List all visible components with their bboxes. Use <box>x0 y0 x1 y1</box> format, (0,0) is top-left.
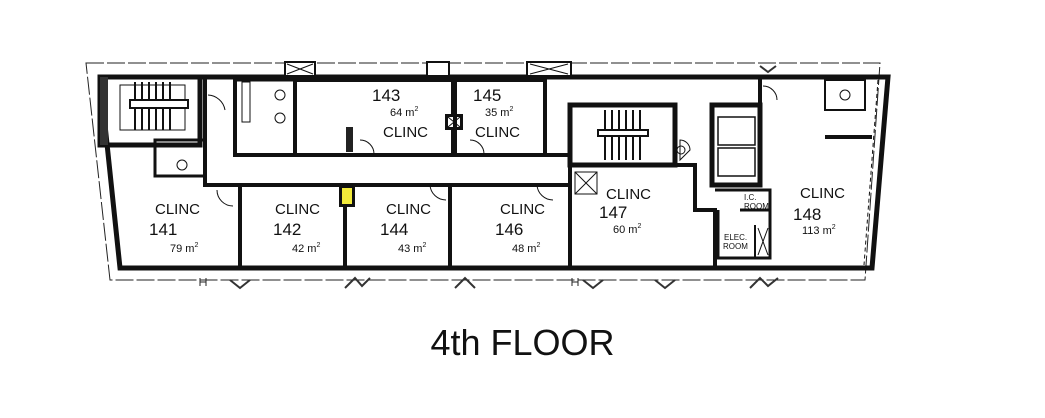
room-144-number: 144 <box>380 220 409 239</box>
room-148-number: 148 <box>793 205 822 224</box>
room-143-use: CLINC <box>383 124 429 141</box>
room-146-number: 146 <box>495 220 524 239</box>
room-147-number: 147 <box>599 203 628 222</box>
room-144-area: 43 m2 <box>398 242 427 255</box>
room-145-use: CLINC <box>475 124 521 141</box>
lc-room-label-2: ROOM <box>744 202 769 211</box>
room-144-use: CLINC <box>386 201 432 218</box>
floor-title: 4th FLOOR <box>430 322 615 363</box>
room-145-number: 145 <box>473 86 502 105</box>
elec-room-label-1: ELEC. <box>724 233 748 242</box>
room-143-area: 64 m2 <box>390 106 419 119</box>
room-148-use: CLINC <box>800 185 846 202</box>
room-146-area: 48 m2 <box>512 242 541 255</box>
room-142-area: 42 m2 <box>292 242 321 255</box>
room-142-number: 142 <box>273 220 302 239</box>
room-141-area: 79 m2 <box>170 242 199 255</box>
room-145-area: 35 m2 <box>485 106 514 119</box>
room-146-use: CLINC <box>500 201 546 218</box>
lc-room-label-1: I.C. <box>744 193 757 202</box>
room-142-use: CLINC <box>275 201 321 218</box>
elec-room-label-2: ROOM <box>723 242 748 251</box>
room-141-number: 141 <box>149 220 178 239</box>
room-148-area: 113 m2 <box>802 224 836 237</box>
exterior-wall <box>97 74 891 271</box>
building-outline <box>85 62 881 281</box>
room-143-number: 143 <box>372 86 401 105</box>
room-147-area: 60 m2 <box>613 223 642 236</box>
room-141-use: CLINC <box>155 201 201 218</box>
room-147-use: CLINC <box>606 186 652 203</box>
